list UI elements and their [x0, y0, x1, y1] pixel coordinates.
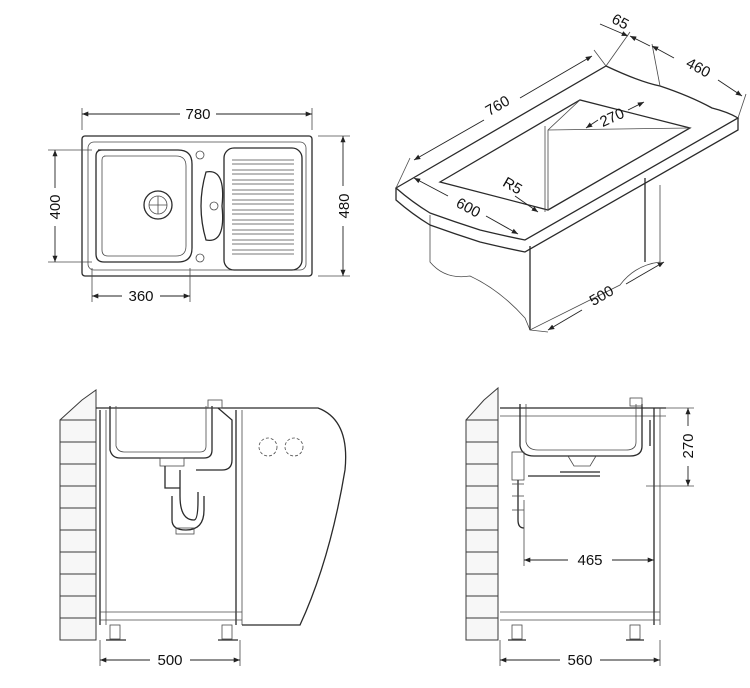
dim-iso-length: 760	[483, 92, 513, 119]
tap-hole-icon	[284, 437, 304, 457]
sink-bowl-section	[519, 404, 643, 457]
dim-iso-offset: 65	[609, 11, 632, 34]
dim-bowl-width: 360	[128, 288, 153, 305]
front-section-view: 500	[59, 389, 347, 669]
dim-side-drain: 465	[577, 552, 602, 569]
drain-icon	[143, 190, 173, 220]
dim-side-cabinet: 560	[567, 652, 592, 669]
dim-top-width: 780	[185, 106, 210, 123]
dim-iso-depth: 460	[683, 55, 713, 82]
dim-side-bowl-depth: 270	[680, 433, 697, 458]
top-view: 780 400 480 360	[47, 106, 353, 305]
side-section-view: 270 465 560	[465, 386, 697, 669]
isometric-view: 760 65 460 270 R5 600 500	[394, 11, 747, 333]
dim-front-cabinet: 500	[157, 652, 182, 669]
overflow-basin	[200, 171, 224, 241]
dim-iso-cabinet: 500	[587, 282, 617, 309]
bowl-outline	[95, 149, 193, 263]
dim-bowl-height: 400	[47, 194, 64, 219]
dim-outer-height: 480	[336, 193, 353, 218]
tap-hole-icon	[195, 150, 205, 160]
drainer-board	[223, 147, 303, 271]
brick-wall	[465, 386, 499, 641]
tap-hole-icon	[258, 437, 278, 457]
drainer-ribs	[232, 159, 294, 255]
countertop	[394, 65, 740, 241]
sink-bowl-section	[109, 406, 213, 459]
brick-wall	[59, 389, 97, 641]
sink-outline	[81, 135, 313, 277]
